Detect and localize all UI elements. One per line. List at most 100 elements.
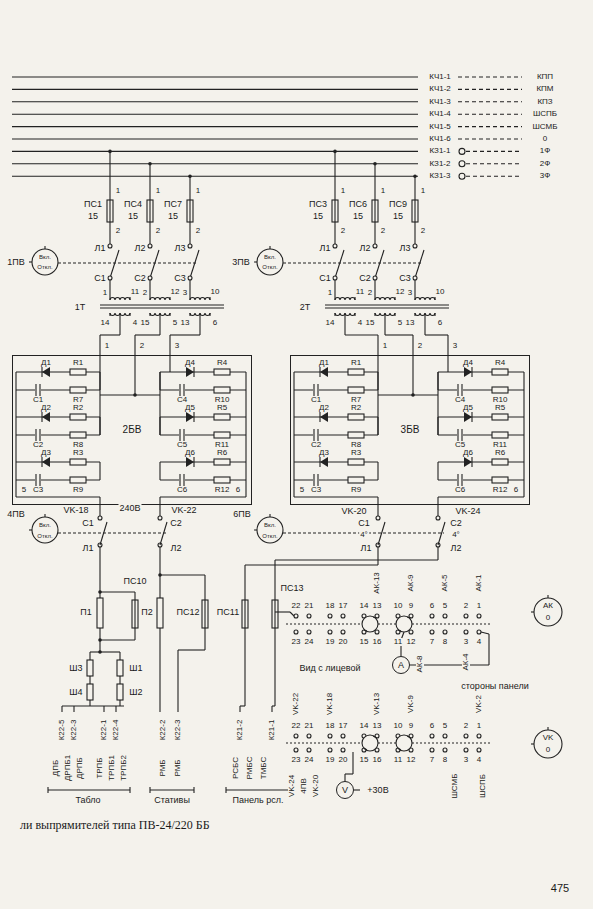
component-label: КЧ1-2 [428,85,452,93]
component-label: ДПБ [52,759,60,777]
wire [41,412,42,422]
wire [294,371,378,372]
meter-circle: V [336,781,354,799]
component-label: 2 [420,227,426,235]
component-label: 6 [429,722,435,730]
wire [12,76,418,77]
component-label: R2 [72,404,84,412]
component-label: РСБС [232,756,240,780]
wire [179,474,180,486]
wire [437,462,438,480]
diode-symbol [42,412,50,422]
wire [313,429,314,441]
component-label: 21 [304,602,315,610]
wire [240,705,245,706]
wire [377,335,378,372]
component-label: КЗ1-3 [429,172,452,180]
wire [290,612,294,616]
component-label: 10 [393,602,404,610]
component-label: 4° [359,531,369,539]
wire [374,280,375,300]
component-label: 15 [359,756,370,764]
wire [35,429,36,441]
component-label: R12 [492,486,509,494]
wire [129,297,130,300]
wire [244,565,245,600]
component-label: АК-4 [462,652,470,671]
wire [100,304,224,305]
wire [245,435,246,462]
wire [15,417,16,435]
wire [254,261,257,262]
wire [134,335,135,395]
node-text: 3БВ [399,425,422,435]
component-label: 1 [104,342,110,350]
coil-winding [335,298,355,301]
wire [109,313,110,316]
wire [39,384,40,396]
wire [425,334,448,335]
wire [488,634,489,665]
component-label: 2 [155,227,161,235]
component-label: 4 [476,756,482,764]
component-label: R6 [494,449,506,457]
resistor-symbol [348,432,364,438]
component-label: 20 [338,756,349,764]
component-label: 6 [235,486,241,494]
contact [464,614,468,618]
component-label: ДРПБ1 [64,754,72,782]
wire [274,600,275,628]
diode-symbol [42,457,50,467]
resistor-symbol [70,414,86,420]
component-label: R2 [350,404,362,412]
component-label: КЧ1-4 [428,110,452,118]
linkage-line [283,262,421,263]
component-label: R5 [494,404,506,412]
contact [333,276,337,280]
capacitor-gap [179,429,185,441]
component-label: Д5 [184,404,196,412]
component-label: Л1 [82,544,95,553]
coil-winding [375,298,395,301]
wire [461,384,462,396]
wire [189,176,190,200]
wire [325,304,449,305]
wire [12,151,418,152]
wire [159,497,160,516]
linkage-line [458,76,522,77]
wire [160,434,246,435]
linkage-line [378,742,396,743]
wire [437,547,438,560]
contact [328,630,332,634]
wire [35,474,36,486]
contact [294,614,298,618]
component-label: ПС1 [83,200,103,209]
component-label: 18 [325,722,336,730]
contact [341,734,345,738]
component-label: Ш3 [68,664,83,673]
component-label: Д3 [40,449,52,457]
wire [15,435,16,462]
component-label: Откл. [36,264,53,270]
rotor-contact [362,616,378,632]
wire [159,313,160,335]
component-label: VK-24 [288,774,296,798]
component-label: 2 [463,602,469,610]
linkage-line [466,151,522,152]
junction-dot [188,174,192,178]
component-label: 24 [304,638,315,646]
contact [108,244,112,248]
wire [39,429,40,441]
component-label: 1 [382,342,388,350]
wire [150,789,194,790]
wire [244,628,245,706]
wire [438,371,524,372]
wire [294,389,378,390]
component-label: ТРПБ1 [108,754,116,782]
wire [204,575,205,600]
component-label: R1 [350,359,362,367]
linkage-line [458,101,522,102]
component-label: 3 [174,342,180,350]
component-label: 11 [355,288,365,296]
wire [179,429,180,441]
